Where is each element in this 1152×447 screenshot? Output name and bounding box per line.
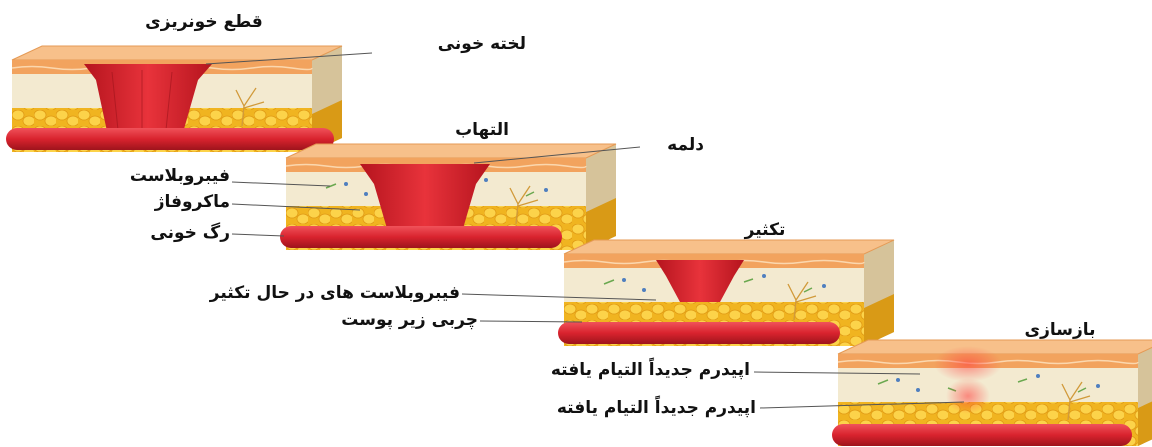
stage2-title: التهاب <box>432 120 532 140</box>
subcutaneous-fat-label: چربی زیر پوست <box>30 310 478 330</box>
blood-clot-label: لخته خونی <box>376 34 526 54</box>
macrophage-label: ماکروفاژ <box>30 192 230 212</box>
healed-epidermis-label-1: اپیدرم جدیداً التیام یافته <box>420 360 750 380</box>
proliferating-fibroblasts-label: فیبروبلاست های در حال تکثیر <box>30 283 460 303</box>
stage2-vessel <box>280 226 562 248</box>
blood-vessel-label: رگ خونی <box>30 223 230 243</box>
stage3-vessel <box>558 322 840 344</box>
scab-label: دلمه <box>644 135 704 155</box>
fibroblast-label: فیبروبلاست <box>30 166 230 186</box>
stage1-title: قطع خونریزی <box>124 12 284 32</box>
stage4-vessel <box>832 424 1132 446</box>
healed-area <box>934 346 1002 382</box>
stage4-title: بازسازی <box>1000 320 1120 340</box>
stage3-title: تکثیر <box>710 220 820 240</box>
stage1-vessel <box>6 128 334 150</box>
healed-epidermis-label-2: اپیدرم جدیداً التیام یافته <box>420 398 756 418</box>
